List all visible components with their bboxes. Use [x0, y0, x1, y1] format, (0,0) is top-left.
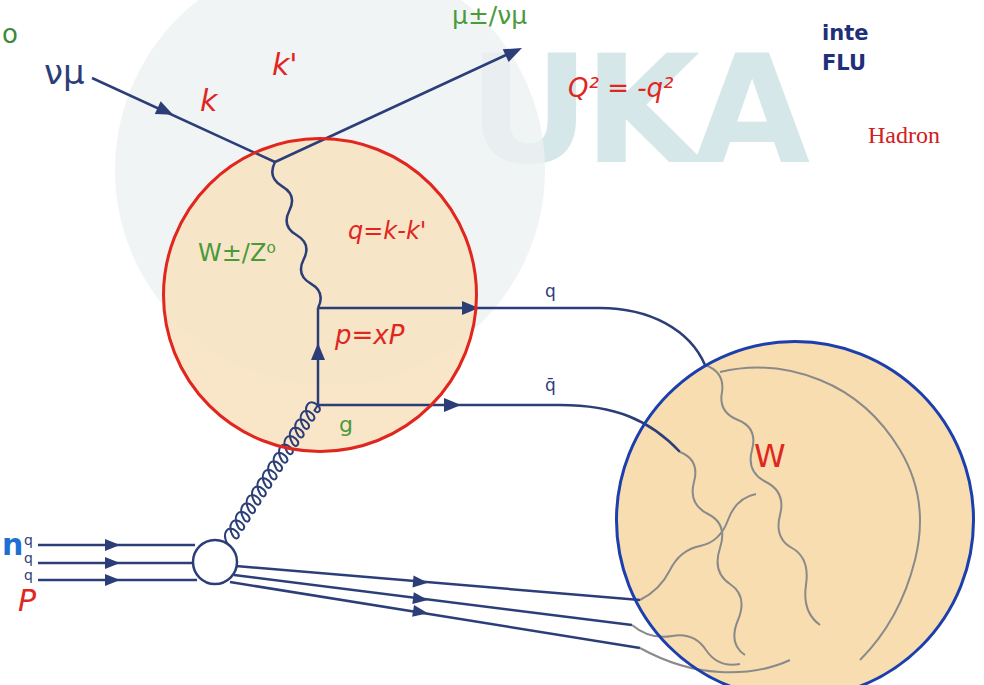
partial-note: FLU: [822, 52, 866, 75]
momentum-label: k: [200, 84, 217, 117]
node-label: W±/Z⁰: [198, 240, 276, 266]
node-label: q=k-k': [348, 218, 426, 244]
quark-label: q̄: [545, 376, 556, 395]
node-label: g: [339, 413, 353, 437]
quark-label: q: [24, 533, 33, 548]
partial-note: Hadron: [868, 122, 940, 148]
proton-blob: [193, 540, 237, 584]
formula-label: Q² = -q²: [568, 74, 674, 103]
quark-label: q: [545, 282, 556, 301]
particle-label: μ±/νμ: [452, 2, 527, 30]
particle-label: νμ: [44, 54, 85, 91]
boson-line: [272, 162, 320, 308]
partial-title: o: [2, 20, 18, 49]
quark-label: q: [24, 568, 33, 583]
partial-title: n: [2, 528, 23, 561]
partial-note: inte: [822, 22, 868, 45]
momentum-label: P: [18, 584, 36, 617]
node-label: W: [754, 439, 786, 474]
hadronization-circle: W: [615, 340, 975, 685]
arrowheads: [105, 42, 525, 620]
quark-label: q: [24, 551, 33, 566]
hadron-fill: [615, 340, 975, 685]
node-label: p=xP: [335, 321, 404, 350]
gluon-coil: [220, 400, 321, 547]
momentum-label: k': [272, 48, 298, 81]
interaction-circle: W±/Z⁰ q=k-k' p=xP g: [162, 137, 478, 453]
